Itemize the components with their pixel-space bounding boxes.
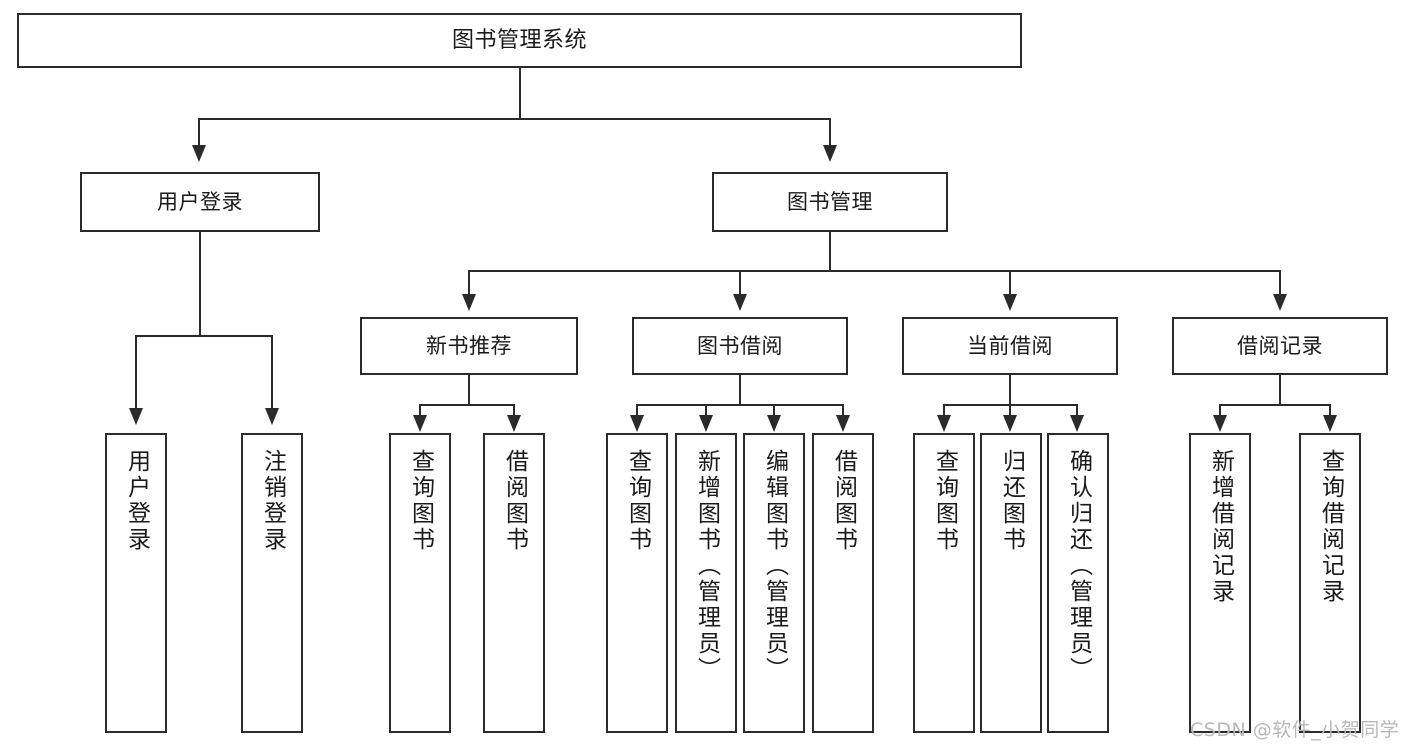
arrow-to-leaf-add-borrow-record — [1213, 415, 1227, 432]
node-label: 用户登录 — [123, 449, 150, 553]
arrow-to-leaf-query-book-cb — [937, 415, 951, 432]
leaf-query-book-current[interactable]: 查询图书 — [913, 433, 975, 733]
arrow-to-leaf-logout — [265, 408, 279, 425]
arrow-to-leaf-borrow-book-nbr — [507, 415, 521, 432]
node-label: 查询借阅记录 — [1317, 449, 1344, 605]
connector-bb-drop-1 — [636, 404, 638, 415]
node-label: 确认归还（管理员） — [1065, 449, 1092, 683]
node-label: 图书借阅 — [697, 333, 783, 358]
connector-br-stem — [1279, 375, 1281, 404]
node-label: 当前借阅 — [967, 333, 1053, 358]
connector-br-bus — [1219, 404, 1331, 406]
connector-bb-drop-4 — [842, 404, 844, 415]
connector-root-drop-1 — [198, 118, 200, 145]
connector-bm-drop-3 — [1009, 270, 1011, 294]
node-current-borrow[interactable]: 当前借阅 — [902, 317, 1118, 375]
node-label: 图书管理 — [787, 189, 873, 214]
arrow-to-leaf-edit-book — [767, 415, 781, 432]
connector-cb-drop-3 — [1076, 404, 1078, 415]
node-label: 新书推荐 — [426, 333, 512, 358]
connector-bb-stem — [739, 375, 741, 404]
arrow-to-leaf-add-book — [699, 415, 713, 432]
connector-root-bus — [198, 118, 831, 120]
connector-user-login-bus — [135, 335, 273, 337]
node-label: 查询图书 — [407, 449, 434, 553]
leaf-add-borrow-record[interactable]: 新增借阅记录 — [1189, 433, 1251, 733]
leaf-query-borrow-record[interactable]: 查询借阅记录 — [1299, 433, 1361, 733]
connector-bm-drop-1 — [468, 270, 470, 294]
leaf-logout[interactable]: 注销登录 — [241, 433, 303, 733]
connector-cb-stem — [1009, 375, 1011, 404]
arrow-to-leaf-return-book — [1003, 415, 1017, 432]
leaf-add-book-admin[interactable]: 新增图书（管理员） — [675, 433, 737, 733]
node-label: 新增借阅记录 — [1207, 449, 1234, 605]
leaf-return-book[interactable]: 归还图书 — [980, 433, 1042, 733]
watermark-csdn: CSDN @软件_小贺同学 — [1190, 719, 1400, 741]
node-label: 编辑图书（管理员） — [761, 449, 788, 683]
connector-nbr-drop-1 — [419, 404, 421, 415]
connector-user-login-drop-2 — [271, 335, 273, 408]
node-label: 图书管理系统 — [451, 27, 587, 53]
arrow-to-current-borrow — [1003, 294, 1017, 311]
node-label: 归还图书 — [998, 449, 1025, 553]
node-label: 注销登录 — [259, 449, 286, 553]
node-user-login[interactable]: 用户登录 — [80, 172, 320, 232]
arrow-to-leaf-confirm-return — [1070, 415, 1084, 432]
connector-bb-bus — [636, 404, 844, 406]
connector-br-drop-1 — [1219, 404, 1221, 415]
node-label: 借阅图书 — [830, 449, 857, 553]
leaf-borrow-book[interactable]: 借阅图书 — [812, 433, 874, 733]
connector-cb-drop-2 — [1009, 404, 1011, 415]
connector-nbr-stem — [468, 375, 470, 404]
node-label: 借阅记录 — [1237, 333, 1323, 358]
connector-bm-drop-2 — [739, 270, 741, 294]
arrow-to-leaf-query-borrow-record — [1323, 415, 1337, 432]
connector-root-stem — [519, 68, 521, 118]
connector-bm-drop-4 — [1279, 270, 1281, 294]
leaf-query-book-new-recommend[interactable]: 查询图书 — [389, 433, 451, 733]
node-root-book-management-system[interactable]: 图书管理系统 — [17, 13, 1022, 68]
arrow-to-borrow-record — [1273, 294, 1287, 311]
connector-user-login-stem — [199, 232, 201, 335]
arrow-to-book-management — [823, 145, 837, 162]
node-borrow-record[interactable]: 借阅记录 — [1172, 317, 1388, 375]
connector-bb-drop-2 — [705, 404, 707, 415]
arrow-to-new-book-recommend — [462, 294, 476, 311]
arrow-to-leaf-query-book-bb — [630, 415, 644, 432]
connector-nbr-bus — [419, 404, 515, 406]
leaf-user-login[interactable]: 用户登录 — [105, 433, 167, 733]
connector-book-management-stem — [829, 232, 831, 270]
connector-root-drop-2 — [829, 118, 831, 145]
connector-cb-drop-1 — [943, 404, 945, 415]
arrow-to-book-borrow — [733, 294, 747, 311]
arrow-to-leaf-borrow-book-bb — [836, 415, 850, 432]
connector-bb-drop-3 — [773, 404, 775, 415]
leaf-query-book-borrow[interactable]: 查询图书 — [606, 433, 668, 733]
node-label: 查询图书 — [624, 449, 651, 553]
leaf-borrow-book-new-recommend[interactable]: 借阅图书 — [483, 433, 545, 733]
node-label: 用户登录 — [157, 189, 243, 214]
connector-user-login-drop-1 — [135, 335, 137, 408]
leaf-confirm-return-admin[interactable]: 确认归还（管理员） — [1047, 433, 1109, 733]
connector-book-management-bus — [468, 270, 1280, 272]
node-label: 查询图书 — [931, 449, 958, 553]
node-label: 借阅图书 — [501, 449, 528, 553]
leaf-edit-book-admin[interactable]: 编辑图书（管理员） — [743, 433, 805, 733]
arrow-to-user-login — [192, 145, 206, 162]
arrow-to-leaf-query-book-nbr — [413, 415, 427, 432]
node-book-management[interactable]: 图书管理 — [712, 172, 948, 232]
connector-nbr-drop-2 — [513, 404, 515, 415]
node-new-book-recommend[interactable]: 新书推荐 — [360, 317, 578, 375]
node-label: 新增图书（管理员） — [693, 449, 720, 683]
arrow-to-leaf-user-login — [129, 408, 143, 425]
connector-br-drop-2 — [1329, 404, 1331, 415]
node-book-borrow[interactable]: 图书借阅 — [632, 317, 848, 375]
